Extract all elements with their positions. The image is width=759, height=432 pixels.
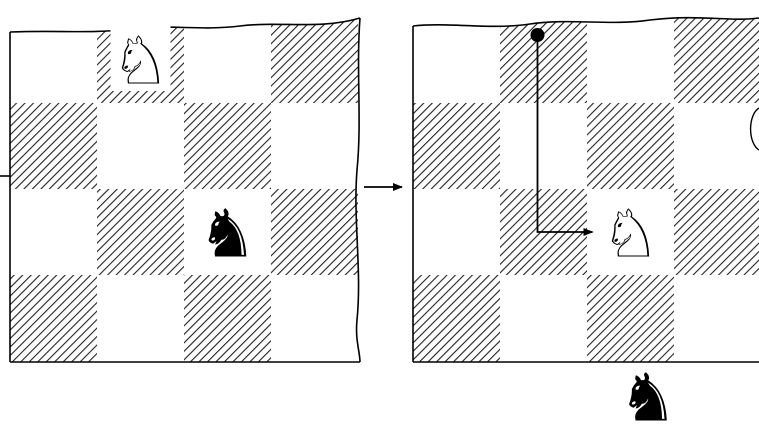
captured-piece-area: ♞ [618, 360, 677, 432]
dark-square [587, 275, 674, 362]
light-square [674, 275, 759, 362]
left-chess-board: ♘♞ [0, 15, 360, 362]
light-square [413, 15, 500, 103]
dark-square [97, 189, 184, 275]
dark-square [10, 275, 97, 362]
black-knight-icon: ♞ [198, 196, 257, 273]
light-square [500, 103, 587, 189]
black-knight-icon: ♞ [618, 360, 677, 432]
dark-square [413, 275, 500, 362]
dark-square [587, 103, 674, 189]
left-board-squares [10, 15, 358, 362]
light-square [271, 275, 358, 362]
dark-square [10, 103, 97, 189]
light-square [97, 275, 184, 362]
right-board-squares [413, 15, 759, 362]
light-square [271, 103, 358, 189]
light-square [587, 15, 674, 103]
dark-square [413, 103, 500, 189]
light-square [674, 103, 759, 189]
dark-square [674, 15, 759, 103]
light-square [10, 15, 97, 103]
light-square [500, 275, 587, 362]
right-board-pieces: ♘ [601, 196, 661, 273]
dark-square [500, 15, 587, 103]
light-square [413, 189, 500, 275]
light-square [10, 189, 97, 275]
white-knight-icon: ♘ [601, 196, 660, 273]
dark-square [271, 15, 358, 103]
dark-square [674, 189, 759, 275]
dark-square [184, 103, 271, 189]
light-square [97, 103, 184, 189]
white-knight-icon: ♘ [111, 23, 170, 100]
dark-square [184, 275, 271, 362]
dark-square [271, 189, 358, 275]
right-chess-board: ♘ [413, 15, 759, 362]
